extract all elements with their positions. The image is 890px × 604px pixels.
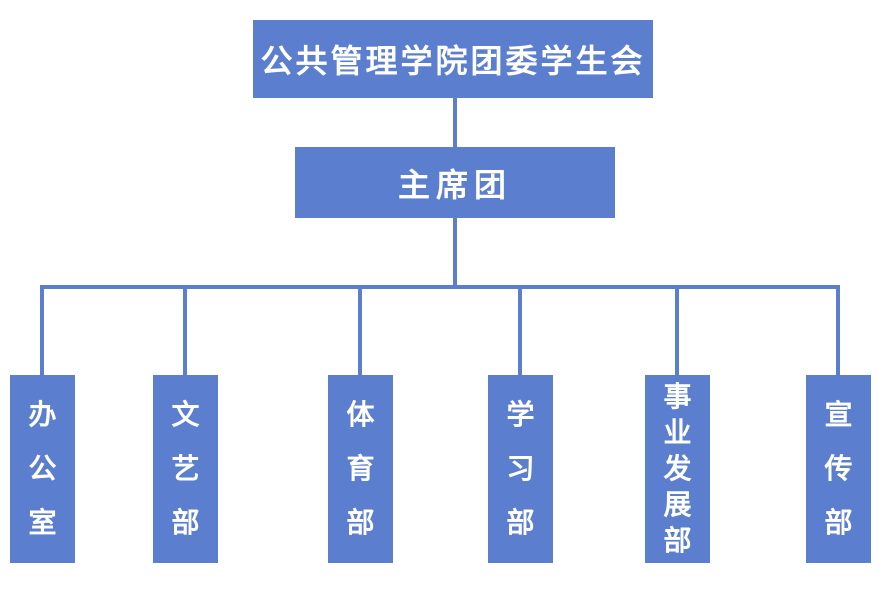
connector-drop-office xyxy=(40,287,44,375)
connector-horizontal-bus xyxy=(40,285,840,289)
connector-drop-study xyxy=(518,287,522,375)
org-node-presidium: 主席团 xyxy=(295,147,615,218)
org-node-study-department: 学习部 xyxy=(488,375,553,563)
connector-drop-sports xyxy=(358,287,362,375)
org-node-publicity-department: 宣传部 xyxy=(806,375,871,563)
connector-drop-arts xyxy=(183,287,187,375)
connector-drop-career-development xyxy=(675,287,679,375)
connector-drop-publicity xyxy=(836,287,840,375)
org-node-arts-department: 文艺部 xyxy=(153,375,218,563)
org-node-sports-department: 体育部 xyxy=(328,375,393,563)
connector-root-to-presidium xyxy=(453,98,457,147)
org-node-root: 公共管理学院团委学生会 xyxy=(253,20,653,98)
connector-presidium-to-bus xyxy=(453,218,457,287)
org-node-office: 办公室 xyxy=(10,375,75,563)
org-node-career-development-department: 事业发展部 xyxy=(645,375,710,563)
